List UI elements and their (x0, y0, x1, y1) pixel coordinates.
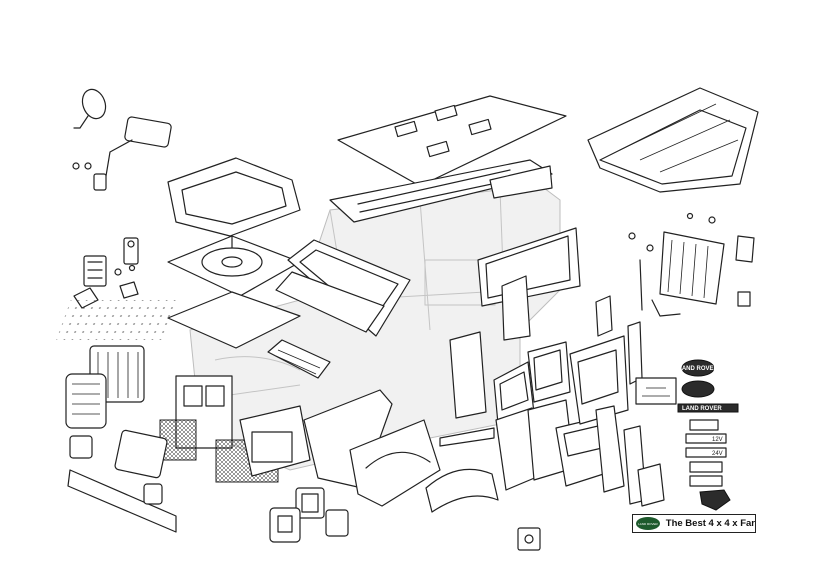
bonnet-front-panel (239, 405, 311, 477)
vehicle-decal (635, 377, 677, 405)
side-window-frame (477, 227, 643, 385)
badge-plain (689, 419, 719, 431)
bonnet-panel (167, 157, 301, 237)
wheel-arch (425, 468, 499, 513)
tailgate-assembly (628, 212, 755, 317)
badge-12v (685, 433, 727, 444)
badge-set: LAND ROVER LAND ROVER 12V 24V (635, 359, 739, 511)
land-rover-strip-text: LAND ROVER (682, 406, 722, 412)
canopy-frame (587, 87, 759, 193)
front-bumper (67, 429, 177, 533)
underbonnet-panel (56, 291, 301, 349)
headlamp-surround (269, 487, 349, 543)
hinge-bracket (517, 527, 541, 551)
badge-emblem (699, 489, 731, 511)
land-rover-oval-badge (681, 359, 715, 377)
door-lock-hardware (73, 237, 139, 309)
mirror-rectangular (93, 116, 172, 191)
land-rover-oval-badge-2 (681, 380, 715, 398)
land-rover-logo: LAND ROVER (636, 517, 660, 530)
side-step (449, 331, 487, 419)
badge-24v (685, 447, 727, 458)
mirror-round (72, 88, 107, 170)
rear-body-side (569, 335, 629, 425)
grille-panel (65, 345, 145, 429)
front-door (493, 361, 545, 491)
tagline-text: The Best 4 x 4 x Far (665, 518, 755, 529)
badge-24v-text: 24V (712, 451, 723, 457)
vent-panel (267, 339, 331, 379)
badge-small-1 (689, 461, 723, 473)
windscreen-frame (275, 239, 411, 337)
badge-12v-text: 12V (712, 437, 723, 443)
roof-side-rails (329, 159, 553, 223)
land-rover-strip-badge (677, 403, 739, 413)
front-wing (303, 389, 495, 507)
rear-door-posts (595, 405, 665, 507)
land-rover-oval-text: LAND ROVER (678, 366, 718, 372)
tagline-banner: LAND ROVER The Best 4 x 4 x Far (632, 514, 756, 533)
roof-panel (337, 95, 567, 187)
badge-small-2 (689, 475, 723, 487)
